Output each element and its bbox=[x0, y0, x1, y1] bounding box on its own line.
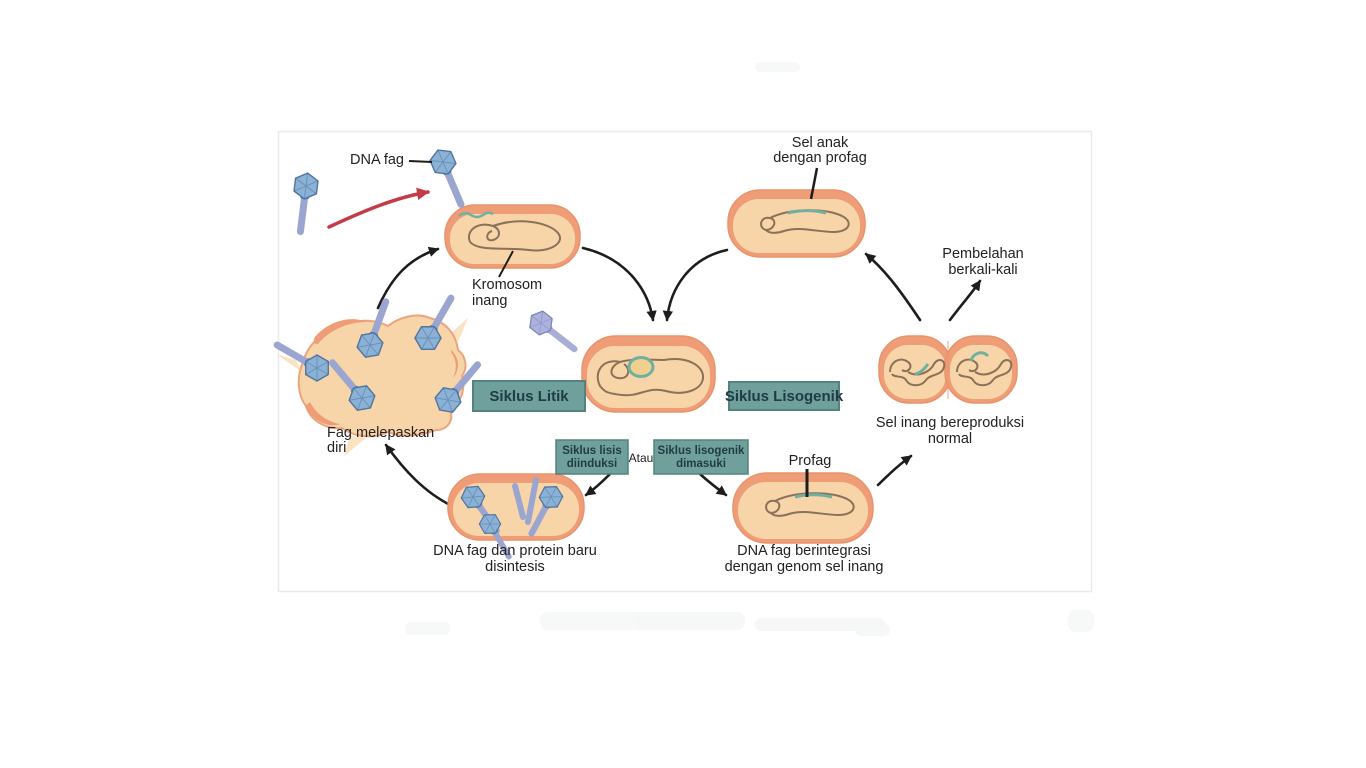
pointer-dna-fag bbox=[408, 160, 433, 163]
dividing-host-cell bbox=[878, 335, 1018, 404]
dna-protein-line1: DNA fag dan protein baru bbox=[433, 543, 597, 559]
cycle-arrows bbox=[376, 246, 982, 508]
host-cell-infected bbox=[444, 204, 581, 269]
arrow-dividing-to-daughter-cell bbox=[864, 252, 922, 322]
arrow-infected-to-central-cell bbox=[581, 246, 657, 322]
siklus-lisis-label-line2: diinduksi bbox=[567, 458, 617, 470]
profag-label: Profag bbox=[789, 453, 832, 469]
siklus-lisogenik-dimasuki-line2: dimasuki bbox=[676, 458, 726, 470]
phage-tail-piece bbox=[525, 477, 539, 525]
kromosom-inang-line2: inang bbox=[472, 293, 507, 309]
siklus-lisis-label-line1: Siklus lisis bbox=[562, 445, 621, 457]
phage-tail-piece bbox=[512, 483, 526, 520]
prophage-segment bbox=[787, 209, 827, 215]
pointer-kromosom bbox=[498, 250, 514, 278]
kromosom-inang-line1: Kromosom bbox=[472, 277, 542, 293]
dna-fag-label: DNA fag bbox=[350, 152, 404, 168]
fag-melepaskan-line1: Fag melepaskan bbox=[327, 425, 434, 441]
host-chromosome-dna bbox=[467, 220, 561, 252]
daughter-cell-prophage bbox=[727, 189, 866, 258]
atau-label: Atau bbox=[629, 451, 654, 465]
dna-berintegrasi-line1: DNA fag berintegrasi bbox=[737, 543, 871, 559]
pembelahan-line2: berkali-kali bbox=[948, 262, 1017, 278]
siklus-lisogenik-dimasuki-line1: Siklus lisogenik bbox=[658, 445, 746, 457]
arrow-synthesis-to-burst bbox=[384, 443, 454, 508]
host-chromosome-dna bbox=[889, 358, 946, 387]
host-chromosome-dna bbox=[765, 492, 855, 517]
circular-phage-dna bbox=[627, 356, 655, 378]
siklus-lisogenik-dimasuki-box bbox=[653, 439, 749, 475]
prophage-segment bbox=[794, 493, 833, 499]
arrow-daughter-to-central-cell bbox=[662, 248, 729, 322]
sel-anak-line1: Sel anak bbox=[792, 135, 849, 151]
pembelahan-line1: Pembelahan bbox=[942, 246, 1023, 262]
siklus-lisogenik-label: Siklus Lisogenik bbox=[725, 388, 844, 405]
pointer-lines bbox=[408, 160, 819, 497]
prophage-segment bbox=[969, 351, 990, 362]
arrow-lysogenic-box-to-cell bbox=[698, 472, 728, 497]
siklus-lisogenik-box bbox=[728, 381, 840, 411]
faint-artifacts bbox=[405, 62, 1094, 636]
prophage-cell bbox=[732, 472, 874, 544]
injected-phage-dna bbox=[458, 211, 494, 219]
arrow-lysis-box-to-cell bbox=[584, 472, 612, 497]
arrow-prophage-to-dividing bbox=[876, 454, 913, 487]
sel-inang-line2: normal bbox=[928, 431, 972, 447]
prophage-segment bbox=[914, 363, 930, 376]
host-chromosome-dna bbox=[956, 358, 1013, 387]
pointer-sel-anak bbox=[809, 167, 819, 200]
arrow-burst-to-infected-cell bbox=[376, 246, 440, 310]
siklus-litik-label: Siklus Litik bbox=[489, 388, 569, 405]
phage-synthesis-cell bbox=[447, 473, 585, 561]
arrow-phage-attachment-red bbox=[327, 187, 430, 229]
sel-anak-line2: dengan profag bbox=[773, 150, 867, 166]
fag-melepaskan-line2: diri bbox=[327, 440, 346, 456]
arrow-dividing-to-pembelahan bbox=[948, 279, 982, 322]
sel-inang-line1: Sel inang bereproduksi bbox=[876, 415, 1024, 431]
siklus-lisis-box bbox=[555, 439, 629, 475]
dna-berintegrasi-line2: dengan genom sel inang bbox=[725, 559, 884, 575]
diagram-labels: DNA fag Kromosom inang Sel anak dengan p… bbox=[327, 135, 1024, 575]
lysed-cell-burst bbox=[272, 293, 487, 456]
central-cell bbox=[581, 335, 716, 413]
dna-protein-line2: disintesis bbox=[485, 559, 545, 575]
cycle-title-boxes: Siklus Litik Siklus Lisogenik Siklus lis… bbox=[472, 380, 844, 475]
host-chromosome-dna bbox=[596, 358, 704, 397]
siklus-litik-box bbox=[472, 380, 586, 412]
